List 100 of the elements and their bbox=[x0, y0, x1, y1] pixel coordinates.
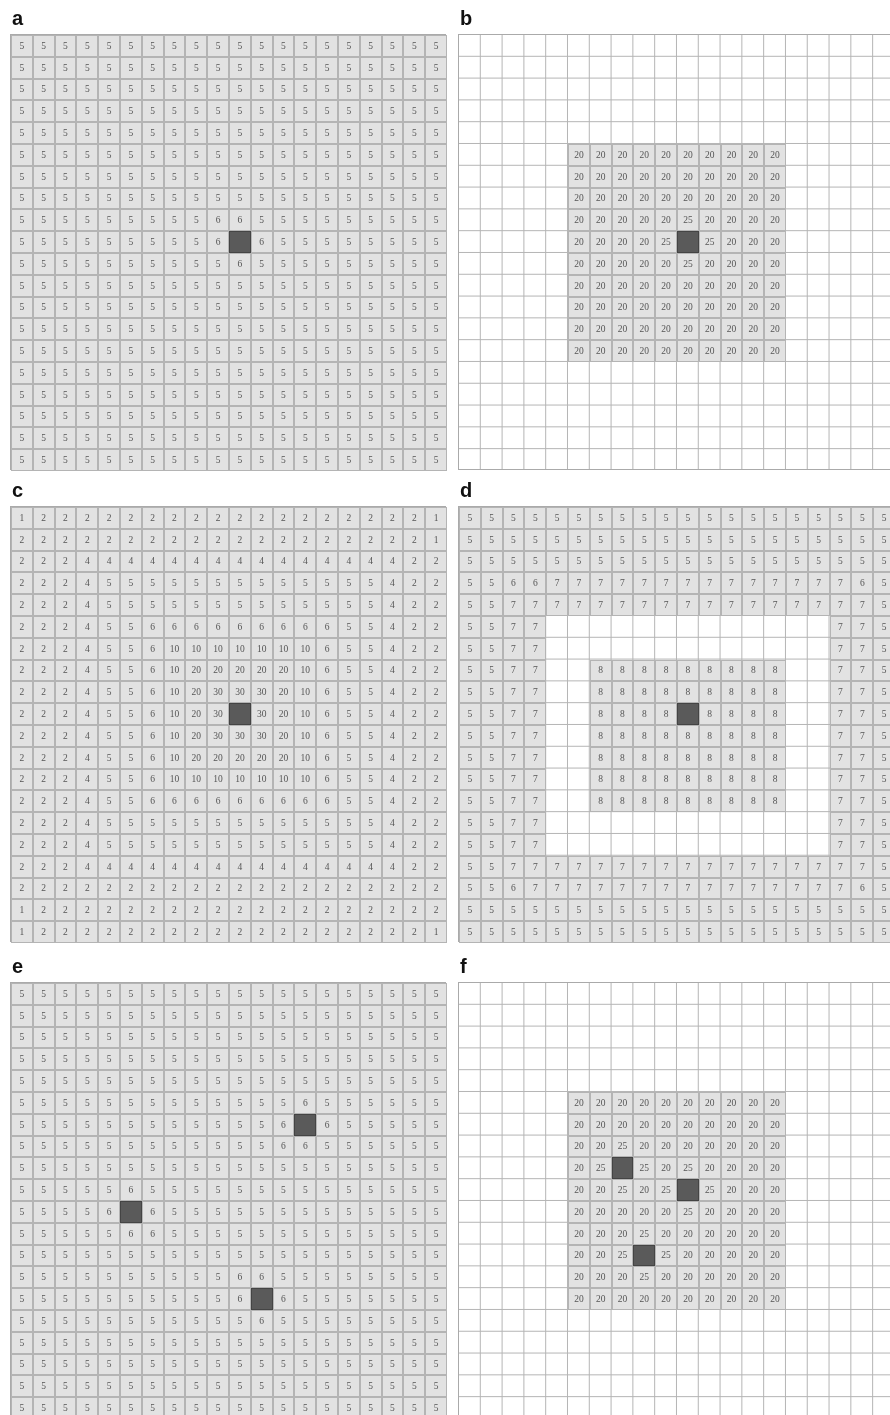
value-cell: 20 bbox=[655, 1113, 677, 1136]
value-cell: 5 bbox=[120, 1266, 142, 1289]
value-cell: 5 bbox=[316, 100, 338, 123]
value-cell: 5 bbox=[185, 1004, 208, 1027]
value-cell: 5 bbox=[98, 1244, 120, 1267]
value-cell: 5 bbox=[54, 340, 77, 362]
value-cell: 5 bbox=[141, 1288, 164, 1310]
value-cell: 20 bbox=[764, 1201, 786, 1223]
value-cell: 7 bbox=[786, 877, 808, 900]
value-cell: 5 bbox=[76, 296, 99, 319]
value-cell: 5 bbox=[229, 35, 251, 57]
value-cell: 5 bbox=[873, 768, 890, 791]
value-cell: 5 bbox=[338, 834, 360, 856]
value-cell: 20 bbox=[229, 659, 251, 682]
value-cell: 7 bbox=[720, 572, 743, 595]
value-cell: 2 bbox=[403, 637, 426, 660]
value-cell: 2 bbox=[32, 921, 55, 943]
value-cell: 5 bbox=[11, 362, 33, 384]
value-cell: 5 bbox=[163, 1048, 186, 1071]
value-cell: 5 bbox=[403, 340, 426, 362]
value-cell: 5 bbox=[207, 812, 229, 834]
value-cell: 6 bbox=[294, 1092, 317, 1114]
value-cell: 2 bbox=[403, 899, 426, 922]
value-cell: 2 bbox=[425, 550, 447, 573]
value-cell: 5 bbox=[120, 56, 142, 79]
value-cell: 5 bbox=[655, 550, 677, 573]
value-cell: 20 bbox=[611, 144, 634, 166]
value-cell: 10 bbox=[163, 725, 186, 747]
value-cell: 5 bbox=[163, 834, 186, 856]
value-cell: 5 bbox=[32, 340, 55, 362]
value-cell: 5 bbox=[381, 427, 404, 450]
value-cell: 5 bbox=[338, 1375, 360, 1398]
value-cell: 8 bbox=[698, 725, 721, 747]
value-cell: 5 bbox=[207, 572, 229, 595]
value-cell: 5 bbox=[11, 122, 33, 144]
value-cell: 8 bbox=[764, 725, 786, 747]
value-cell: 5 bbox=[316, 427, 338, 450]
value-cell: 5 bbox=[163, 449, 186, 471]
value-cell: 7 bbox=[829, 834, 852, 856]
value-cell: 25 bbox=[633, 1266, 656, 1289]
value-cell: 5 bbox=[480, 812, 503, 834]
value-cell: 20 bbox=[764, 187, 786, 210]
value-cell: 7 bbox=[851, 834, 874, 856]
value-cell: 2 bbox=[294, 877, 317, 900]
value-cell: 20 bbox=[677, 1135, 699, 1158]
value-cell: 7 bbox=[502, 594, 525, 616]
value-cell: 5 bbox=[359, 1070, 382, 1092]
value-cell: 8 bbox=[633, 746, 656, 769]
value-cell: 6 bbox=[294, 616, 317, 638]
value-cell: 7 bbox=[502, 834, 525, 856]
value-cell: 5 bbox=[207, 1266, 229, 1289]
value-cell: 2 bbox=[11, 572, 33, 595]
value-cell: 6 bbox=[207, 231, 229, 253]
value-cell: 8 bbox=[698, 659, 721, 682]
value-cell: 20 bbox=[568, 1244, 590, 1267]
value-cell: 7 bbox=[829, 681, 852, 704]
value-cell: 5 bbox=[459, 725, 481, 747]
value-cell: 5 bbox=[76, 1135, 99, 1158]
value-cell: 5 bbox=[120, 812, 142, 834]
value-cell: 5 bbox=[229, 318, 251, 341]
value-cell: 5 bbox=[141, 983, 164, 1005]
value-cell: 2 bbox=[272, 921, 295, 943]
value-cell: 5 bbox=[98, 1070, 120, 1092]
value-cell: 5 bbox=[185, 1244, 208, 1267]
value-cell: 5 bbox=[120, 616, 142, 638]
value-cell: 5 bbox=[185, 1310, 208, 1332]
value-cell: 5 bbox=[185, 253, 208, 275]
value-cell: 5 bbox=[98, 746, 120, 769]
value-cell: 2 bbox=[403, 746, 426, 769]
value-cell: 20 bbox=[677, 1244, 699, 1267]
value-cell: 2 bbox=[120, 921, 142, 943]
value-cell: 20 bbox=[611, 1201, 634, 1223]
value-cell: 10 bbox=[294, 681, 317, 704]
value-cell: 5 bbox=[76, 274, 99, 297]
value-cell: 6 bbox=[207, 616, 229, 638]
value-cell: 5 bbox=[316, 812, 338, 834]
value-cell: 5 bbox=[163, 594, 186, 616]
value-cell: 5 bbox=[873, 528, 890, 551]
value-cell: 5 bbox=[185, 1070, 208, 1092]
value-cell: 5 bbox=[54, 144, 77, 166]
value-cell: 5 bbox=[272, 144, 295, 166]
value-cell: 20 bbox=[720, 1179, 743, 1201]
value-cell: 5 bbox=[207, 1070, 229, 1092]
value-cell: 5 bbox=[459, 790, 481, 813]
value-cell: 5 bbox=[425, 187, 447, 210]
value-cell: 2 bbox=[54, 812, 77, 834]
value-cell: 2 bbox=[11, 768, 33, 791]
value-cell: 5 bbox=[359, 1179, 382, 1201]
value-cell: 5 bbox=[403, 983, 426, 1005]
value-cell: 10 bbox=[229, 637, 251, 660]
value-cell: 5 bbox=[120, 405, 142, 428]
value-cell: 20 bbox=[720, 144, 743, 166]
value-cell: 5 bbox=[294, 253, 317, 275]
value-cell: 5 bbox=[185, 296, 208, 319]
value-cell: 5 bbox=[185, 1375, 208, 1398]
value-cell: 10 bbox=[207, 637, 229, 660]
value-cell: 7 bbox=[851, 855, 874, 878]
value-cell: 5 bbox=[207, 405, 229, 428]
value-cell: 5 bbox=[316, 187, 338, 210]
value-cell: 2 bbox=[250, 921, 273, 943]
